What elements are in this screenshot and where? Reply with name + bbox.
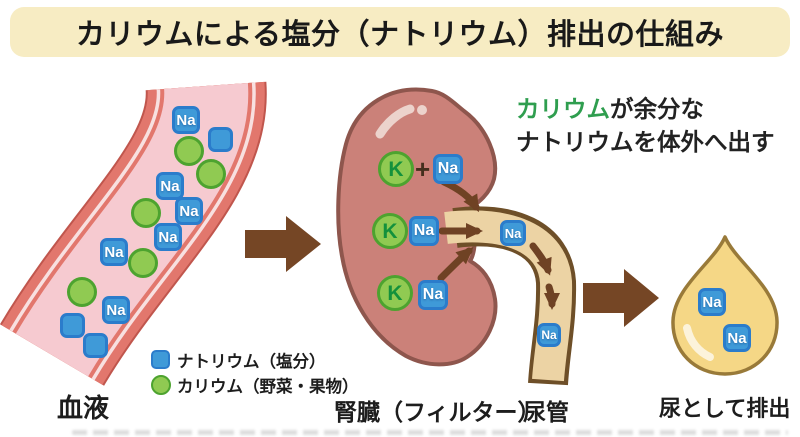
legend-sodium-label: ナトリウム（塩分）	[177, 352, 326, 371]
sodium-square-plain	[60, 313, 85, 338]
blood-label: 血液	[57, 393, 110, 423]
ureter-label: 尿管	[523, 399, 569, 425]
sodium-badge: Na	[698, 288, 726, 316]
sodium-badge: Na	[418, 280, 448, 310]
filter-arrow-bottom	[437, 247, 474, 282]
title-banner: カリウムによる塩分（ナトリウム）排出の仕組み	[10, 7, 790, 57]
potassium-swatch-icon	[151, 374, 171, 395]
potassium-dot	[196, 159, 226, 189]
sodium-square-plain	[208, 127, 233, 152]
sodium-badge: Na	[433, 154, 463, 184]
sodium-swatch-icon	[151, 350, 170, 369]
legend-potassium-label: カリウム（野菜・果物）	[177, 377, 359, 396]
kidney-note-line1: カリウムが余分な	[516, 93, 775, 126]
potassium-dot	[174, 136, 204, 166]
legend-row-sodium: ナトリウム（塩分）	[151, 347, 359, 372]
note-highlight: カリウム	[516, 96, 610, 122]
legend-row-potassium: カリウム（野菜・果物）	[151, 372, 359, 397]
potassium-dot	[131, 198, 161, 228]
plus-sign: +	[415, 154, 431, 184]
legend: ナトリウム（塩分） カリウム（野菜・果物）	[151, 347, 359, 397]
potassium-badge: K	[378, 151, 414, 187]
sodium-badge: Na	[156, 172, 184, 200]
flow-arrow-blood-to-kidney	[245, 216, 321, 272]
sodium-badge: Na	[537, 323, 561, 347]
kidney-note-line2: ナトリウムを体外へ出す	[516, 129, 775, 155]
sodium-badge: Na	[723, 324, 751, 352]
sodium-badge: Na	[100, 238, 128, 266]
sodium-badge: Na	[102, 296, 130, 324]
kidney-shine	[375, 104, 415, 139]
potassium-badge: K	[377, 275, 413, 311]
urine-label: 尿として排出	[659, 396, 791, 421]
sodium-square-plain	[83, 333, 108, 358]
sodium-badge: Na	[172, 106, 200, 134]
kidney-note: カリウムが余分な ナトリウムを体外へ出す	[516, 93, 775, 159]
note-line1-rest: が余分な	[610, 96, 704, 122]
kidney-label: 腎臓（フィルター）	[334, 399, 541, 425]
ureter-flow-arrows	[529, 242, 560, 310]
kidney-shine-dot	[417, 105, 427, 115]
potassium-dot	[67, 277, 97, 307]
sodium-badge: Na	[154, 223, 182, 251]
sodium-badge: Na	[500, 220, 526, 246]
subtitle-blur-strip	[72, 430, 788, 435]
flow-arrow-to-urine	[583, 269, 659, 327]
drop-highlight	[683, 324, 714, 361]
sodium-badge: Na	[175, 197, 203, 225]
potassium-badge: K	[372, 213, 408, 249]
sodium-badge: Na	[409, 216, 439, 246]
ureter-arrow-1	[529, 242, 552, 276]
ureter-tube	[444, 206, 577, 386]
page-title: カリウムによる塩分（ナトリウム）排出の仕組み	[75, 19, 725, 51]
potassium-dot	[128, 248, 158, 278]
ureter-arrow-2	[543, 283, 560, 310]
